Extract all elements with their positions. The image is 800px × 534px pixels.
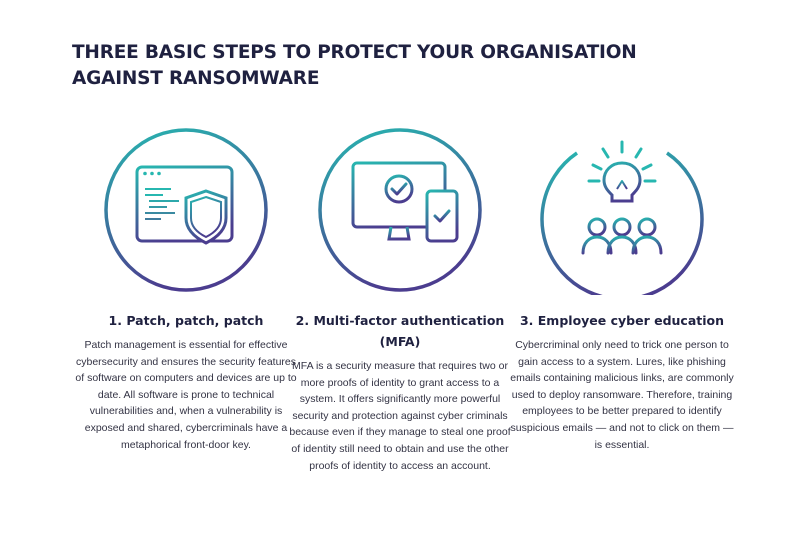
step-title: 2. Multi-factor authentication (MFA)	[295, 313, 505, 349]
step-description: Cybercriminal only need to trick one per…	[510, 339, 734, 451]
step-description: MFA is a security measure that requires …	[289, 360, 511, 472]
step-description: Patch management is essential for effect…	[75, 339, 297, 451]
step-title: 3. Employee cyber education	[519, 313, 725, 328]
monitor-phone-check-icon	[285, 125, 515, 295]
step-title: 1. Patch, patch, patch	[108, 313, 264, 328]
lightbulb-people-icon	[507, 125, 737, 295]
browser-shield-icon	[71, 125, 301, 295]
page-title: THREE BASIC STEPS TO PROTECT YOUR ORGANI…	[72, 42, 637, 89]
